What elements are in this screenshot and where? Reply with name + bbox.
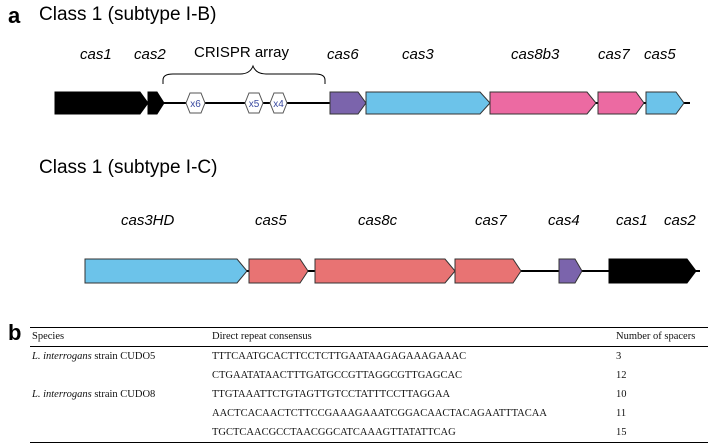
crispr-array-label: CRISPR array (194, 44, 290, 61)
gene-label-ib-cas2: cas2 (134, 46, 166, 63)
ib-cas1-gene (54, 91, 149, 115)
subtype-ib-title: Class 1 (subtype I-B) (39, 4, 217, 25)
gene-label-ib-cas6: cas6 (327, 46, 359, 63)
species-cell: L. interrogans strain CUDO8 (32, 389, 156, 400)
repeat-label-x5: x5 (249, 99, 260, 110)
table-header-row: Species Direct repeat consensus Number o… (30, 327, 708, 347)
ic-cas3hd-gene (84, 258, 248, 284)
ib-cas5-gene (645, 91, 685, 115)
repeat-cell: AACTCACAACTCTTCCGAAAGAAATCGGACAACTACAGAA… (212, 408, 547, 419)
header-number-of-spacers: Number of spacers (614, 327, 708, 347)
species-cell (30, 404, 210, 423)
gene-label-ic-cas3hd: cas3HD (121, 212, 175, 229)
repeat-label-x6: x6 (190, 99, 201, 110)
species-cell (30, 366, 210, 385)
ib-cas2-gene (147, 91, 165, 115)
header-species: Species (30, 327, 210, 347)
repeat-cell: TGCTCAACGCCTAACGGCATCAAAGTTATATTCAG (210, 423, 614, 443)
table-row: CTGAATATAACTTTGATGCCGTTAGGCGTTGAGCAC 12 (30, 366, 708, 385)
ib-cas7-gene (597, 91, 645, 115)
gene-label-ic-cas7: cas7 (475, 212, 507, 229)
spacers-cell: 12 (616, 370, 627, 381)
spacers-cell: 10 (616, 389, 627, 400)
ib-cas6-gene (329, 91, 367, 115)
table-row: L. interrogans strain CUDO8 TTGTAAATTCTG… (30, 385, 708, 404)
table-row: TGCTCAACGCCTAACGGCATCAAAGTTATATTCAG 15 (30, 423, 708, 443)
species-cell (30, 423, 210, 443)
crispr-repeat-x6 (185, 92, 206, 114)
gene-label-ic-cas8c: cas8c (358, 212, 398, 229)
repeat-cell: TTTCAATGCACTTCCTCTTGAATAAGAGAAAGAAAC (212, 351, 467, 362)
gene-label-ic-cas5: cas5 (255, 212, 287, 229)
crispr-repeat-x4 (269, 92, 288, 114)
gene-diagrams: x6 x5 x4 (54, 64, 700, 284)
ic-cas8c-gene (314, 258, 456, 284)
ic-cas4-gene (558, 258, 583, 284)
spacers-cell: 11 (616, 408, 627, 419)
panel-b-label: b (8, 320, 22, 345)
gene-label-ib-cas7: cas7 (598, 46, 630, 63)
gene-label-ic-cas2: cas2 (664, 212, 696, 229)
species-cell: L. interrogans strain CUDO5 (32, 351, 156, 362)
spacers-cell: 3 (616, 351, 622, 362)
gene-label-ib-cas8b3: cas8b3 (511, 46, 560, 63)
ic-cas7-gene (454, 258, 522, 284)
ic-cas5-gene (248, 258, 309, 284)
panel-a-label: a (8, 3, 21, 28)
table-row: L. interrogans strain CUDO5 TTTCAATGCACT… (30, 347, 708, 367)
crispr-brace (162, 64, 326, 84)
crispr-repeat-x5 (244, 92, 264, 114)
table-row: AACTCACAACTCTTCCGAAAGAAATCGGACAACTACAGAA… (30, 404, 708, 423)
direct-repeat-table: Species Direct repeat consensus Number o… (30, 327, 708, 443)
repeat-label-x4: x4 (273, 99, 284, 110)
header-direct-repeat: Direct repeat consensus (210, 327, 614, 347)
gene-label-ic-cas1: cas1 (616, 212, 648, 229)
ib-cas8b3-gene (489, 91, 597, 115)
repeat-cell: TTGTAAATTCTGTAGTTGTCCTATTTCCTTAGGAA (212, 389, 451, 400)
gene-label-ib-cas1: cas1 (80, 46, 112, 63)
spacers-cell: 15 (614, 423, 708, 443)
ib-cas3-gene (365, 91, 491, 115)
subtype-ic-title: Class 1 (subtype I-C) (39, 157, 218, 178)
gene-label-ic-cas4: cas4 (548, 212, 580, 229)
gene-label-ib-cas5: cas5 (644, 46, 676, 63)
gene-label-ib-cas3: cas3 (402, 46, 434, 63)
ic-cas1-gene (608, 258, 697, 284)
repeat-cell: CTGAATATAACTTTGATGCCGTTAGGCGTTGAGCAC (212, 370, 463, 381)
